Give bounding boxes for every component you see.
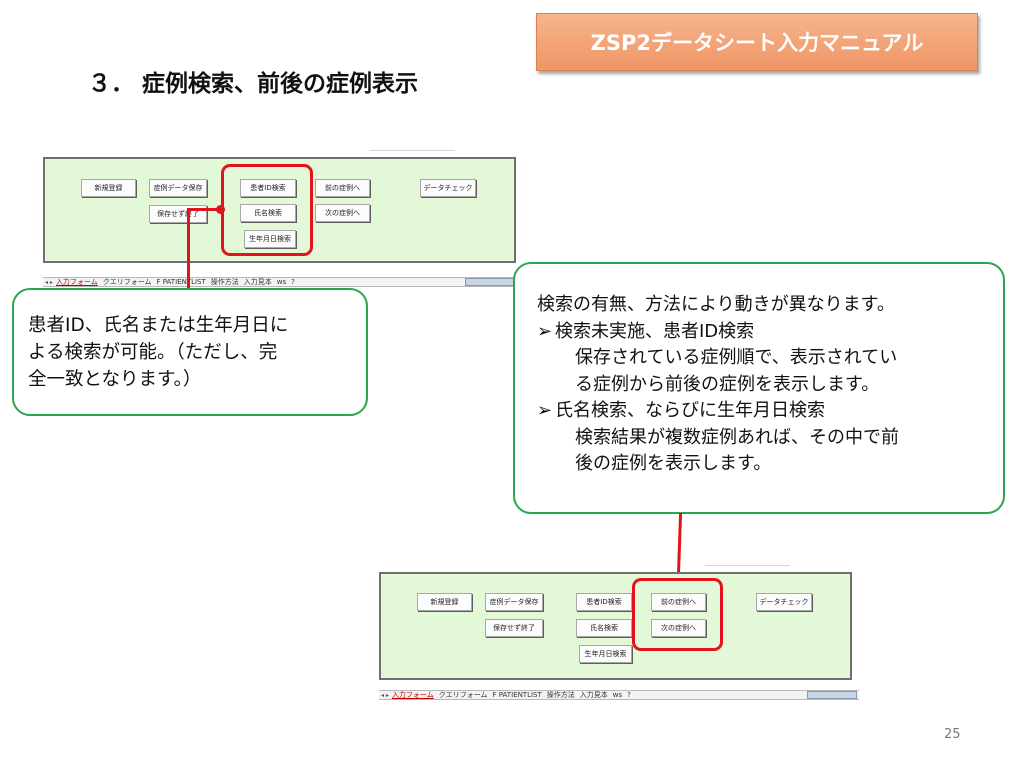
horizontal-scrollbar[interactable] xyxy=(465,278,515,286)
tab-patient-list[interactable]: F PATIENTLIST xyxy=(492,691,542,699)
right-callout: 検索の有無、方法により動きが異なります。 ➢ 検索未実施、患者ID検索 保存され… xyxy=(513,262,1005,514)
prev-case-button[interactable]: 前の症例へ xyxy=(651,593,706,611)
left-connector-dot xyxy=(216,205,225,214)
page-number: 25 xyxy=(944,727,961,742)
right-connector xyxy=(676,513,683,576)
search-buttons-highlight xyxy=(221,164,313,256)
left-connector-horizontal xyxy=(187,208,221,211)
name-search-button[interactable]: 氏名検索 xyxy=(576,619,632,637)
new-record-button[interactable]: 新規登録 xyxy=(417,593,472,611)
form-panel-bottom: 新規登録 症例データ保存 保存せず終了 患者ID検索 氏名検索 生年月日検索 前… xyxy=(379,572,852,680)
tab-howto[interactable]: 操作方法 xyxy=(546,691,575,699)
tab-query-form[interactable]: クエリフォーム xyxy=(438,691,488,699)
right-callout-intro: 検索の有無、方法により動きが異なります。 xyxy=(537,294,895,315)
tab-patient-list[interactable]: F PATIENTLIST xyxy=(156,278,206,286)
save-case-button[interactable]: 症例データ保存 xyxy=(149,179,207,197)
prev-case-button[interactable]: 前の症例へ xyxy=(315,179,370,197)
left-callout: 患者ID、氏名または生年月日に よる検索が可能。（ただし、完 全一致となります。… xyxy=(12,288,368,416)
save-case-button[interactable]: 症例データ保存 xyxy=(485,593,543,611)
sheet-tab-bar-bottom: ◂ ▸ 入力フォーム クエリフォーム F PATIENTLIST 操作方法 入力… xyxy=(379,690,859,700)
bullet-item: ➢ 氏名検索、ならびに生年月日検索 xyxy=(537,398,1003,425)
next-case-button[interactable]: 次の症例へ xyxy=(315,204,370,222)
patient-id-search-button[interactable]: 患者ID検索 xyxy=(576,593,632,611)
bullet-detail: 検索結果が複数症例あれば、その中で前 xyxy=(575,426,899,448)
left-callout-line: よる検索が可能。（ただし、完 xyxy=(28,342,278,363)
tab-sample[interactable]: 入力見本 xyxy=(579,691,608,699)
tab-ws[interactable]: ws xyxy=(276,278,287,286)
tab-query-form[interactable]: クエリフォーム xyxy=(102,278,152,286)
name-search-button[interactable]: 氏名検索 xyxy=(240,204,296,222)
tab-ws[interactable]: ws xyxy=(612,691,623,699)
bullet-item: ➢ 検索未実施、患者ID検索 xyxy=(537,319,1003,346)
left-callout-line: 患者ID、氏名または生年月日に xyxy=(28,315,289,336)
bullet-arrow-icon: ➢ xyxy=(537,320,553,342)
tab-nav-arrows[interactable]: ◂ ▸ xyxy=(45,278,53,286)
bullet-title: 検索未実施、患者ID検索 xyxy=(555,320,755,342)
bullet-title: 氏名検索、ならびに生年月日検索 xyxy=(555,400,825,421)
new-record-button[interactable]: 新規登録 xyxy=(81,179,136,197)
manual-title: ZSP2データシート入力マニュアル xyxy=(590,31,924,55)
left-callout-line: 全一致となります。） xyxy=(28,369,202,390)
bullet-detail: る症例から前後の症例を表示します。 xyxy=(575,373,880,395)
form-panel-top: 新規登録 症例データ保存 保存せず終了 患者ID検索 氏名検索 生年月日検索 前… xyxy=(43,157,516,263)
sheet-tab-bar-top: ◂ ▸ 入力フォーム クエリフォーム F PATIENTLIST 操作方法 入力… xyxy=(43,277,517,287)
bullet-detail: 後の症例を表示します。 xyxy=(575,453,772,474)
dob-search-button[interactable]: 生年月日検索 xyxy=(244,230,296,248)
data-check-button[interactable]: データチェック xyxy=(420,179,476,197)
tab-extra[interactable]: ? xyxy=(627,691,631,699)
window-edge xyxy=(370,150,455,151)
exit-without-save-button[interactable]: 保存せず終了 xyxy=(485,619,543,637)
left-connector-vertical xyxy=(187,210,190,290)
section-heading: ３． 症例検索、前後の症例表示 xyxy=(88,71,419,97)
tab-nav-arrows[interactable]: ◂ ▸ xyxy=(381,691,389,699)
manual-title-banner: ZSP2データシート入力マニュアル xyxy=(536,13,978,71)
next-case-button[interactable]: 次の症例へ xyxy=(651,619,706,637)
tab-input-form[interactable]: 入力フォーム xyxy=(55,278,98,286)
horizontal-scrollbar[interactable] xyxy=(807,691,857,699)
bullet-detail: 保存されている症例順で、表示されてい xyxy=(575,347,898,368)
bullet-arrow-icon: ➢ xyxy=(537,400,553,421)
patient-id-search-button[interactable]: 患者ID検索 xyxy=(240,179,296,197)
dob-search-button[interactable]: 生年月日検索 xyxy=(579,645,632,663)
tab-howto[interactable]: 操作方法 xyxy=(210,278,239,286)
tab-input-form[interactable]: 入力フォーム xyxy=(391,691,434,699)
prev-next-highlight xyxy=(632,578,723,651)
tab-extra[interactable]: ? xyxy=(291,278,295,286)
data-check-button[interactable]: データチェック xyxy=(756,593,812,611)
tab-sample[interactable]: 入力見本 xyxy=(243,278,272,286)
window-edge xyxy=(705,565,790,566)
